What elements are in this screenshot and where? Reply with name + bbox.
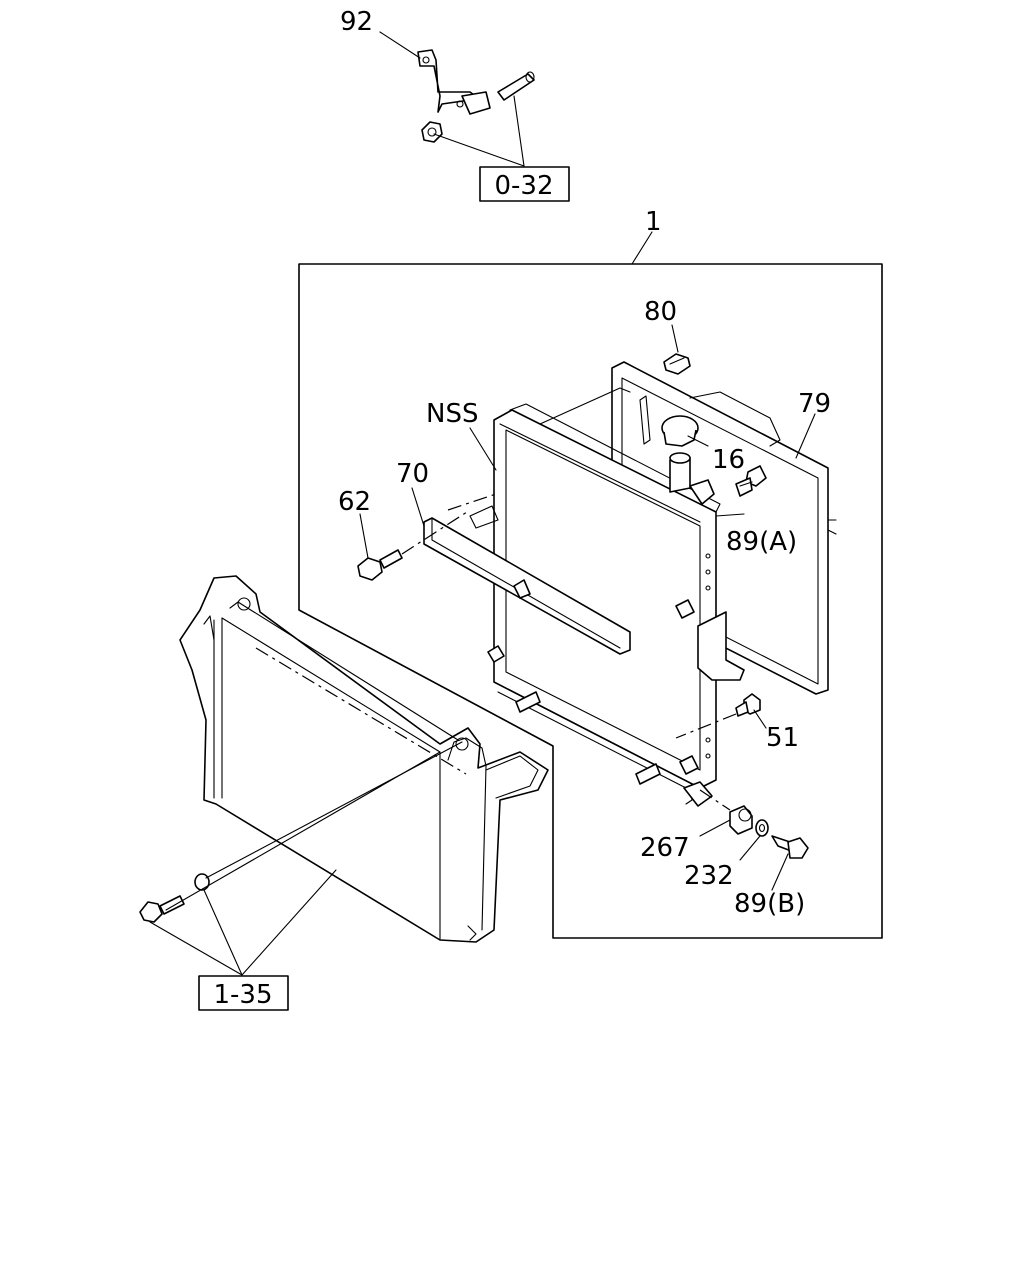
leader-79 [795, 413, 816, 459]
washer-intercooler [194, 873, 210, 891]
callout-nss: NSS [426, 399, 478, 429]
dash-62 [401, 509, 471, 555]
bolt-89b [771, 835, 809, 859]
callout-79: 79 [798, 389, 831, 419]
line-bolt-to-ic [165, 751, 441, 911]
lower-stud-right [635, 763, 661, 785]
bolt-intercooler [139, 895, 185, 923]
intercooler [179, 575, 549, 943]
leader-232 [739, 835, 761, 861]
leader-135-c [241, 869, 337, 976]
ref-label-1-35[interactable]: 1-35 [213, 980, 272, 1010]
nut-top [421, 121, 443, 143]
leader-92 [379, 31, 421, 59]
ref-label-0-32[interactable]: 0-32 [494, 171, 553, 201]
callout-267: 267 [640, 833, 690, 863]
radiator-core-nss [487, 387, 745, 807]
dash-267 [699, 789, 731, 811]
callout-92: 92 [340, 7, 373, 37]
leader-1 [631, 231, 653, 265]
callout-16: 16 [712, 445, 745, 475]
leader-80 [671, 324, 679, 353]
callout-51: 51 [766, 723, 799, 753]
ref-box-0-32 [479, 166, 570, 202]
leader-89b [771, 853, 789, 891]
callout-80: 80 [644, 297, 677, 327]
callout-89b: 89(B) [734, 889, 805, 919]
lower-stud-left [515, 691, 541, 713]
radiator-cap-16 [661, 415, 715, 505]
bracket-92 [417, 49, 491, 115]
line-washer-to-ic [205, 741, 463, 879]
leader-135-a [149, 921, 243, 976]
callout-1: 1 [645, 207, 662, 237]
leader-032-b [513, 95, 525, 167]
leader-nss [469, 427, 497, 471]
dash-70 [447, 493, 497, 511]
cushion-267 [729, 805, 753, 835]
stay-bar-70 [423, 517, 631, 655]
bracket-70-end [469, 505, 499, 529]
washer-232 [755, 819, 769, 837]
assembly-frame-1 [298, 263, 883, 939]
leader-032-a [433, 133, 525, 167]
stud-bolt-top [497, 71, 535, 101]
bolt-62 [357, 549, 403, 581]
bolt-89a [735, 465, 767, 497]
bolt-80 [663, 353, 691, 375]
leader-70 [411, 487, 425, 527]
dash-51 [675, 713, 737, 739]
leader-51 [753, 709, 767, 729]
callout-62: 62 [338, 487, 371, 517]
dash-intercooler [255, 647, 467, 775]
callout-232: 232 [684, 861, 734, 891]
leader-89a [715, 513, 745, 517]
leader-16 [687, 435, 709, 447]
leader-135-b [203, 889, 243, 976]
leader-62 [359, 513, 369, 559]
leader-267 [699, 819, 731, 837]
callout-89a: 89(A) [726, 527, 797, 557]
callout-70: 70 [396, 459, 429, 489]
ref-box-1-35 [198, 975, 289, 1011]
bolt-51 [735, 693, 761, 717]
